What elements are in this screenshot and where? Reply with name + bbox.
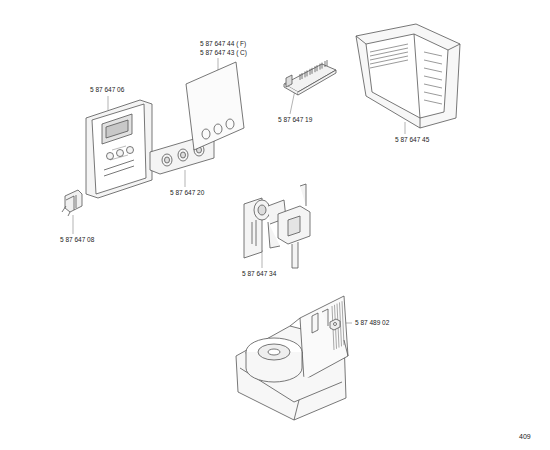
detail-stroke [310, 69, 311, 75]
cover-plate [186, 62, 244, 150]
part-number: 5 87 647 44 ( F) [200, 40, 246, 48]
front-panel [86, 100, 152, 198]
small-bracket [62, 190, 82, 216]
part-number: 5 87 647 20 [170, 189, 204, 197]
detail-stroke [342, 301, 344, 345]
detail-stroke [370, 52, 408, 60]
detail-stroke [424, 84, 442, 88]
detail-stroke [424, 60, 442, 64]
housing [356, 24, 460, 128]
detail-stroke [307, 70, 308, 76]
detail-stroke [424, 76, 442, 80]
detail-stroke [424, 100, 442, 104]
detail-stroke [305, 71, 306, 77]
part-number: 5 87 647 45 [395, 136, 429, 144]
leader-lines [73, 58, 405, 323]
detail-stroke [302, 73, 303, 79]
motor-assembly [244, 184, 310, 268]
detail-stroke [424, 52, 442, 56]
detail-stroke [315, 66, 316, 72]
detail-stroke [320, 64, 321, 70]
part-number: 5 87 647 19 [278, 116, 312, 124]
detail-stroke [370, 48, 408, 56]
detail-stroke [327, 60, 328, 66]
detail-stroke [370, 60, 408, 68]
detail-stroke [312, 68, 313, 74]
detail-stroke [424, 68, 442, 72]
part-number: 5 87 647 43 ( C) [200, 49, 247, 57]
detail-stroke [424, 92, 442, 96]
part-number: 5 87 647 08 [60, 236, 94, 244]
detail-stroke [322, 63, 323, 69]
detail-stroke [317, 65, 318, 71]
page-number: 409 [519, 433, 531, 441]
part-number: 5 87 647 34 [242, 270, 276, 278]
part-number: 5 87 489 02 [355, 319, 389, 327]
detail-stroke [300, 74, 301, 80]
circuit-board [284, 60, 336, 95]
part-number: 5 87 647 06 [90, 86, 124, 94]
detail-stroke [370, 56, 408, 64]
base-unit [236, 296, 348, 420]
detail-stroke [370, 44, 408, 52]
small-clip [330, 319, 340, 330]
detail-stroke [325, 61, 326, 67]
